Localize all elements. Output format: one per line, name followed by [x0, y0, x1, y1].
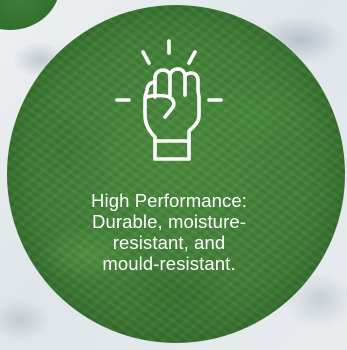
feature-badge-circle: [7, 5, 345, 343]
caption-line-1: High Performance:: [91, 190, 247, 211]
foliage-texture: [7, 5, 345, 343]
caption-line-3: resistant, and: [112, 232, 226, 253]
caption-line-4: mould-resistant.: [102, 253, 236, 274]
raised-fist-icon: [115, 39, 223, 161]
feature-caption: High Performance: Durable, moisture- res…: [40, 190, 298, 274]
caption-line-2: Durable, moisture-: [92, 211, 246, 232]
